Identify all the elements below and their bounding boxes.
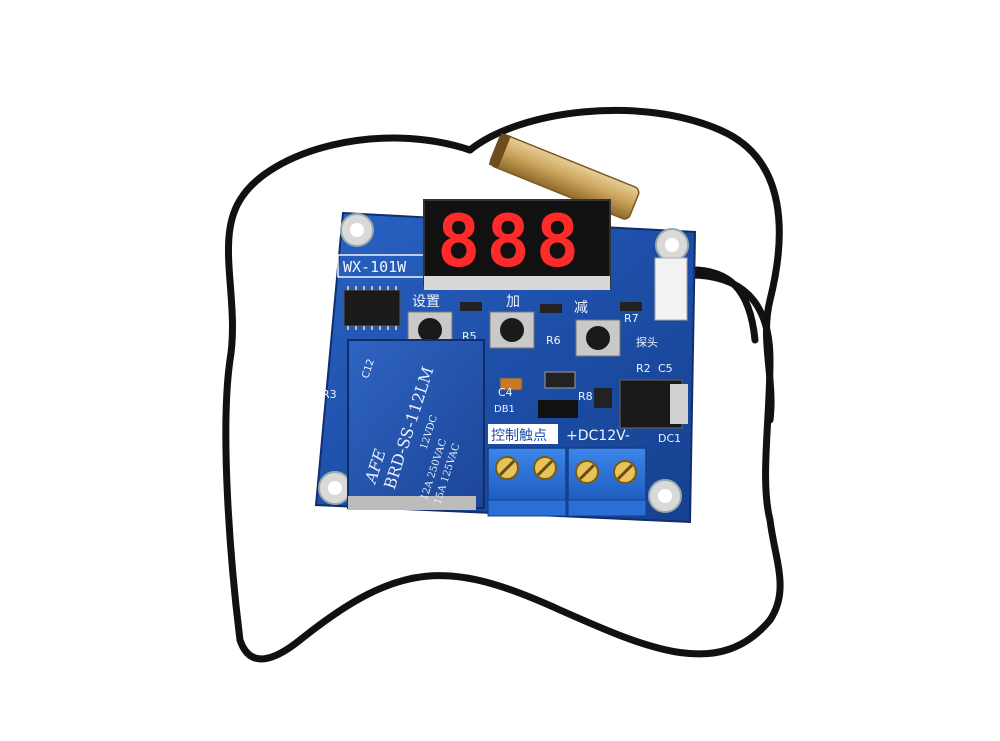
smd-components [460,302,642,418]
probe-connector [654,257,688,321]
minus-button-label: 减 [574,300,588,316]
label-r6: R6 [546,334,561,347]
minus-button[interactable] [575,319,621,357]
led-display: 888 [423,199,611,290]
label-dc1: DC1 [658,432,681,445]
control-terminal-block[interactable] [487,447,567,517]
set-button-label: 设置 [412,294,440,310]
label-probe: 探头 [636,336,658,349]
mounting-hole [648,479,682,513]
plus-button-label: 加 [506,294,520,310]
label-db1: DB1 [494,404,515,415]
label-c4: C4 [498,386,513,399]
label-r7: R7 [624,312,639,325]
mounting-hole [655,228,689,262]
microcontroller-chip [343,286,401,330]
power-input-label: +DC12V- [566,428,630,444]
label-c5: C5 [658,362,673,375]
power-terminal-block[interactable] [567,447,647,517]
relay: AFE BRD-SS-112LM 12VDC 12A 250VAC 15A 12… [347,339,485,510]
label-r8: R8 [578,390,593,403]
control-contacts-label: 控制触点 [491,428,547,444]
model-label: WX-101W [343,258,407,276]
label-r3: R3 [322,388,337,401]
temperature-probe [488,133,640,220]
mounting-hole [340,213,374,247]
label-r2: R2 [636,362,651,375]
plus-button[interactable] [489,311,535,349]
mounting-hole [318,471,352,505]
voltage-regulator [619,379,688,429]
display-readout: 888 [437,199,585,283]
probe-cable [222,106,784,663]
